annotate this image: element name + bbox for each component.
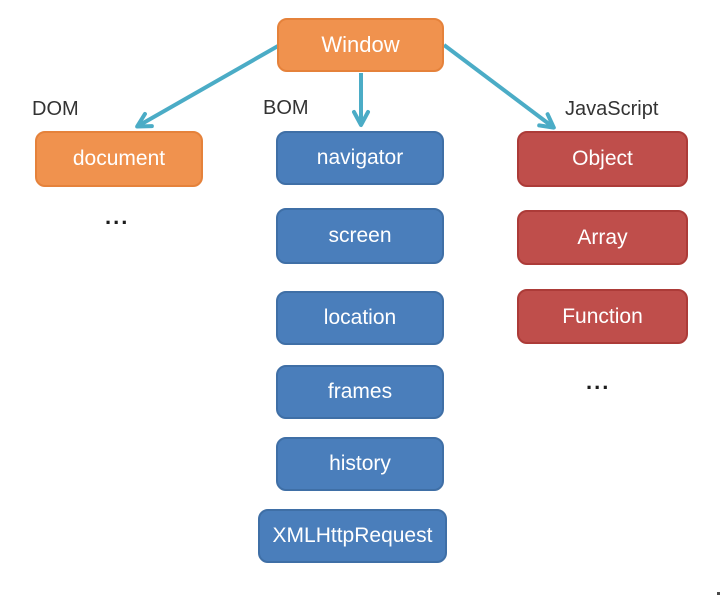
- node-xmlhttprequest: XMLHttpRequest: [258, 509, 447, 563]
- node-location: location: [276, 291, 444, 345]
- label-javascript: JavaScript: [565, 98, 659, 120]
- node-screen: screen: [276, 208, 444, 264]
- node-array: Array: [517, 210, 688, 265]
- node-object: Object: [517, 131, 688, 187]
- corner-artifact-dot: [717, 592, 720, 595]
- label-bom: BOM: [263, 97, 309, 119]
- node-function: Function: [517, 289, 688, 344]
- arrow-window-to-object: [442, 43, 556, 130]
- node-frames: frames: [276, 365, 444, 419]
- node-history: history: [276, 437, 444, 491]
- node-navigator: navigator: [276, 131, 444, 185]
- node-window: Window: [277, 18, 444, 72]
- arrow-window-to-document: [135, 44, 279, 129]
- js-ellipsis: ...: [586, 369, 611, 394]
- dom-ellipsis: ...: [105, 204, 130, 229]
- label-dom: DOM: [32, 98, 79, 120]
- node-document: document: [35, 131, 203, 187]
